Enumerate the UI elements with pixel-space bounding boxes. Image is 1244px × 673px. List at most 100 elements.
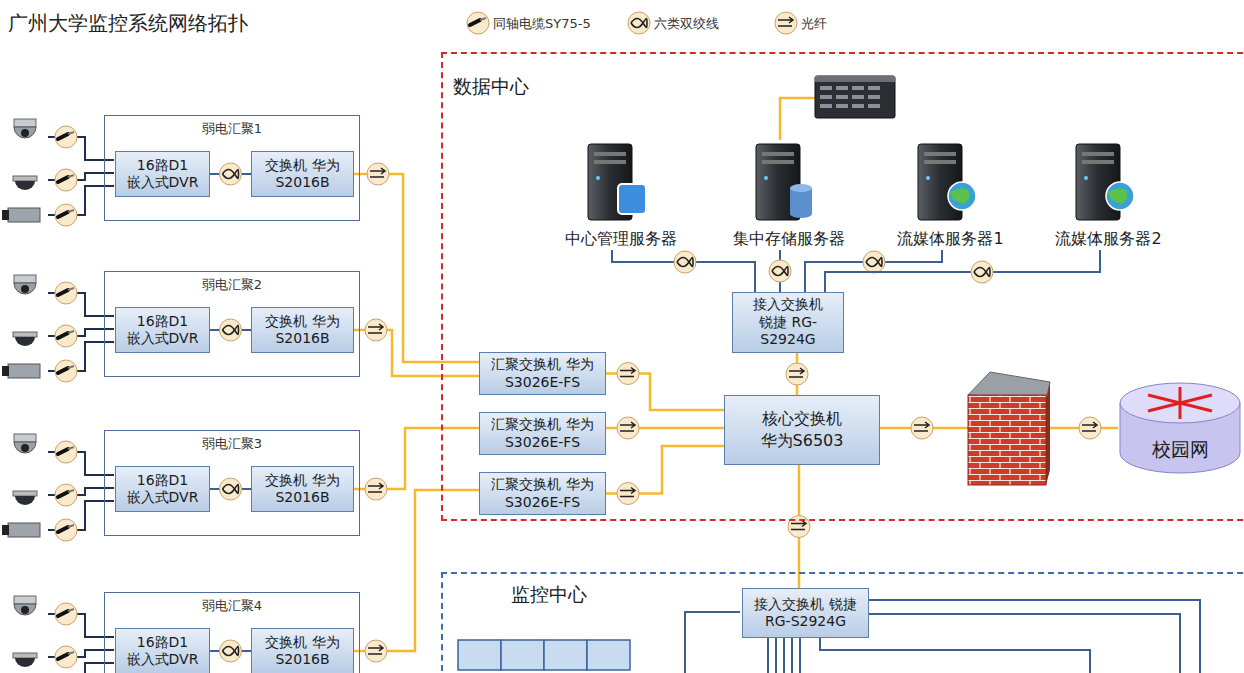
device-box: 接入交换机 锐捷 RG-S2924G — [742, 588, 869, 638]
core-switch: 核心交换机 华为S6503 — [724, 395, 880, 465]
cable-symbol-ring — [1079, 417, 1101, 439]
node-label: 16路D1 嵌入式DVR — [120, 634, 205, 669]
device-box: 汇聚交换机 华为 S3026E-FS — [479, 412, 606, 455]
cable-symbol — [55, 325, 77, 347]
fiber-symbol — [620, 488, 635, 497]
cable-symbol — [55, 169, 77, 191]
cylinder-top — [1120, 383, 1240, 423]
node-label: 交换机 华为 S2016B — [256, 313, 349, 348]
cable-symbol — [220, 640, 242, 662]
node-label: 接入交换机 锐捷 RG-S2924G — [737, 296, 839, 349]
twisted-symbol — [223, 326, 239, 335]
twisted-symbol — [223, 485, 239, 494]
fiber-symbol — [620, 422, 635, 431]
device-box: 汇聚交换机 华为 S3026E-FS — [479, 472, 606, 515]
dome-base — [13, 653, 37, 658]
node-label: 汇聚交换机 华为 S3026E-FS — [484, 356, 601, 391]
fiber-symbol — [368, 645, 383, 654]
twisted-symbol — [772, 267, 788, 276]
cabinet-box: 弱电汇聚116路D1 嵌入式DVR交换机 华为 S2016B — [104, 115, 360, 221]
cable-symbol-ring — [220, 478, 242, 500]
server-icon — [910, 142, 980, 224]
node-label: 监控中心 — [511, 582, 587, 608]
connector — [354, 490, 479, 662]
ptz-lens — [21, 285, 29, 293]
coax-symbol — [68, 331, 74, 333]
coax-symbol — [58, 449, 68, 454]
twisted-symbol — [866, 258, 882, 267]
cable-symbol-ring — [971, 261, 993, 283]
connector — [606, 446, 724, 505]
fiber-symbol — [914, 422, 929, 431]
connector — [354, 319, 479, 376]
dome-camera — [15, 337, 35, 346]
device-box: 16路D1 嵌入式DVR — [115, 466, 210, 512]
server-bay — [1082, 152, 1114, 156]
cable-symbol — [55, 360, 77, 382]
globe-overlay — [948, 182, 976, 210]
globe-overlay — [1108, 188, 1127, 204]
server-icon — [748, 142, 818, 224]
coax-symbol — [58, 134, 68, 139]
twisted-symbol — [223, 647, 239, 656]
connector — [788, 465, 810, 588]
coax-symbol — [58, 212, 68, 217]
connector-line — [612, 250, 755, 292]
ptz-camera — [14, 119, 36, 127]
ptz-camera — [14, 442, 36, 453]
twisted-symbol — [677, 258, 693, 267]
box-camera — [8, 364, 40, 378]
device-box: 16路D1 嵌入式DVR — [115, 307, 210, 353]
cable-symbol-ring — [55, 360, 77, 382]
dome-camera — [15, 658, 35, 667]
server-led — [596, 176, 600, 180]
cable-symbol-ring — [55, 603, 77, 625]
coax-symbol — [58, 611, 68, 616]
globe-overlay — [950, 188, 969, 204]
connector — [825, 250, 1100, 292]
cable-symbol — [971, 261, 993, 283]
fiber-symbol — [1082, 422, 1097, 431]
twisted-symbol — [974, 268, 990, 277]
server-bay — [762, 152, 794, 156]
cable-symbol-ring — [367, 163, 389, 185]
coax-symbol — [68, 175, 74, 177]
globe-overlay — [1106, 182, 1134, 210]
device-box: 交换机 华为 S2016B — [251, 307, 354, 353]
cabinet-box: 弱电汇聚4 16路D1 嵌入式DVR 交换机 华为 S2016B — [104, 592, 360, 673]
node-label: 交换机 华为 S2016B — [256, 634, 349, 669]
cable-symbol — [55, 441, 77, 463]
box-camera-lens — [2, 366, 9, 376]
node-label: 弱电汇聚2 — [105, 276, 359, 294]
box-camera — [8, 523, 40, 537]
monitor-overlay — [618, 184, 646, 214]
connector — [210, 640, 251, 662]
ptz-camera — [14, 283, 36, 294]
cable-symbol — [769, 260, 791, 282]
fiber-symbol — [620, 368, 635, 377]
server-led — [1084, 176, 1088, 180]
node-label: 16路D1 嵌入式DVR — [120, 157, 205, 192]
device-box: 交换机 华为 S2016B — [251, 628, 354, 673]
dome-camera — [15, 496, 35, 505]
cable-symbol — [55, 519, 77, 541]
coax-symbol — [470, 20, 480, 25]
twisted-symbol — [223, 170, 239, 179]
node-label: 16路D1 嵌入式DVR — [120, 313, 205, 348]
server-led — [764, 176, 768, 180]
twisted-symbol — [631, 19, 647, 28]
dome-base — [13, 176, 37, 181]
cable-symbol-ring — [617, 483, 639, 505]
region: 监控中心 接入交换机 锐捷 RG-S2924G — [441, 572, 1244, 673]
device-box: 汇聚交换机 华为 S3026E-FS — [479, 352, 606, 395]
device-box: 16路D1 嵌入式DVR — [115, 151, 210, 197]
cable-symbol — [467, 12, 489, 34]
node-label: 弱电汇聚4 — [105, 597, 359, 615]
cable-symbol-ring — [775, 12, 797, 34]
cable-symbol — [220, 478, 242, 500]
coax-symbol — [58, 654, 68, 659]
cable-symbol — [911, 417, 933, 439]
fiber-symbol — [789, 368, 804, 377]
server: 流媒体服务器2 — [1040, 142, 1177, 250]
cable-symbol-ring — [769, 260, 791, 282]
